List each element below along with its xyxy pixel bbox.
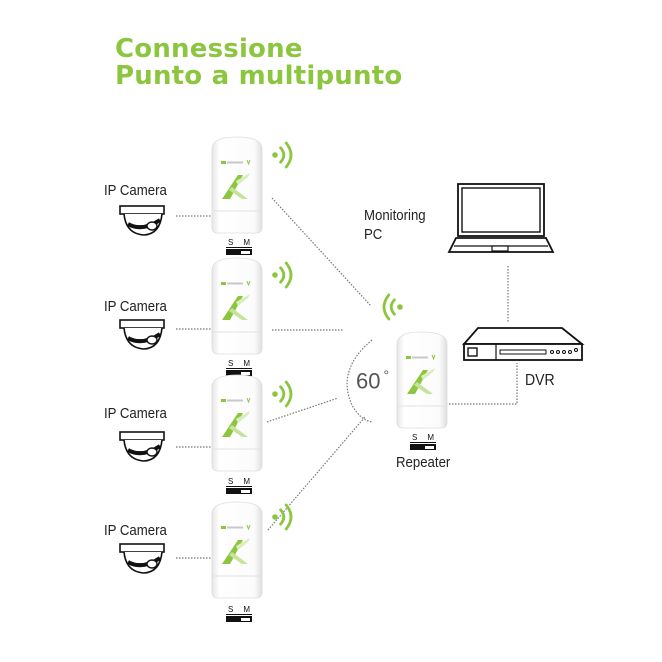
switch-m-label: M [427,433,434,442]
laptop-icon [447,183,555,253]
switch-s-label: S [412,433,418,442]
access-point-device-3 [208,373,266,473]
monitoring-pc-label: Monitoring PC [364,206,426,244]
switch-s-label: S [228,477,234,486]
title-line-2: Punto a multipunto [115,61,403,91]
camera-label: IP Camera [104,182,167,199]
wifi-signal-icon [271,379,295,409]
switch-s-label: S [228,359,234,368]
switch-m-label: M [243,359,250,368]
wifi-signal-icon [271,260,295,290]
wireless-link-1 [271,197,372,307]
dome-camera-icon [119,205,165,236]
angle-value: 60 [356,368,381,394]
angle-unit: ° [383,367,390,383]
dvr-icon [462,327,585,361]
wifi-signal-icon [380,292,404,322]
repeater-label: Repeater [396,454,451,471]
access-point-device-2 [208,256,266,356]
switch-s-label: S [228,605,234,614]
angle-arc [346,339,373,423]
repeater-device [393,330,451,430]
camera-label: IP Camera [104,298,167,315]
switch-s-label: S [228,238,234,247]
access-point-device-1 [208,135,266,235]
dome-camera-icon [119,543,165,574]
diagram-title: Connessione Punto a multipunto [115,36,402,90]
switch-m-label: M [243,605,250,614]
angle-label: 60° [356,367,389,394]
switch-m-label: M [243,477,250,486]
dvr-label: DVR [525,372,555,389]
camera-label: IP Camera [104,405,167,422]
camera-label: IP Camera [104,522,167,539]
dome-camera-icon [119,431,165,462]
wireless-link-4 [267,416,366,531]
access-point-device-4 [208,500,266,600]
switch-m-label: M [243,238,250,247]
dome-camera-icon [119,319,165,350]
wifi-signal-icon [271,502,295,532]
title-line-1: Connessione [115,34,303,64]
monitoring-pc-line-2: PC [364,226,383,243]
repeater-dvr-link [446,363,518,405]
wireless-link-3 [266,397,339,423]
wifi-signal-icon [271,140,295,170]
monitoring-pc-line-1: Monitoring [364,207,426,224]
